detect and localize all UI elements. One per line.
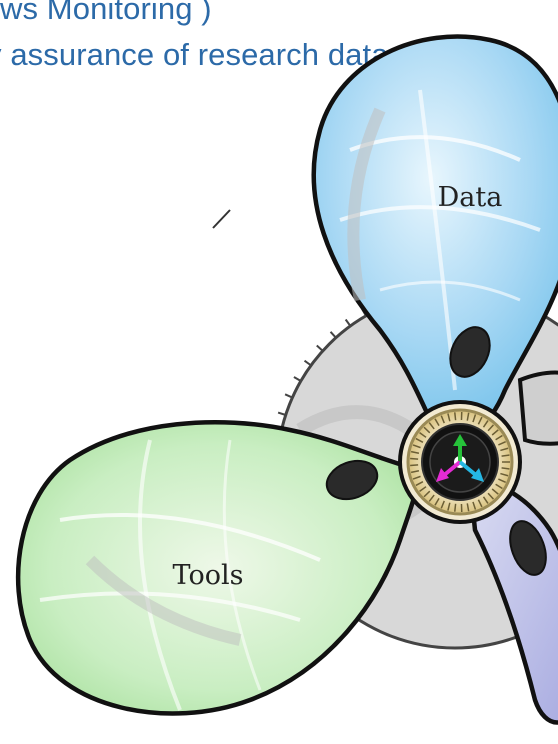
gear-tooth — [317, 346, 323, 351]
gear-tooth — [305, 361, 311, 366]
gear-tooth — [285, 394, 292, 397]
blade-label-tools: Tools — [173, 560, 244, 591]
hub-tick — [410, 459, 418, 460]
gear-tooth — [278, 413, 286, 415]
propeller-hub — [400, 402, 520, 522]
hub-tick — [455, 504, 456, 512]
gear-tooth — [346, 320, 351, 326]
stray-stroke — [213, 210, 230, 228]
gear-tooth — [331, 332, 336, 338]
gear-tooth — [294, 377, 301, 381]
blade-label-data: Data — [438, 182, 503, 213]
blade-stub-right — [520, 373, 558, 444]
hub-tick — [455, 412, 456, 420]
hub-tick — [410, 465, 418, 466]
blade-tools: Tools — [18, 422, 420, 713]
